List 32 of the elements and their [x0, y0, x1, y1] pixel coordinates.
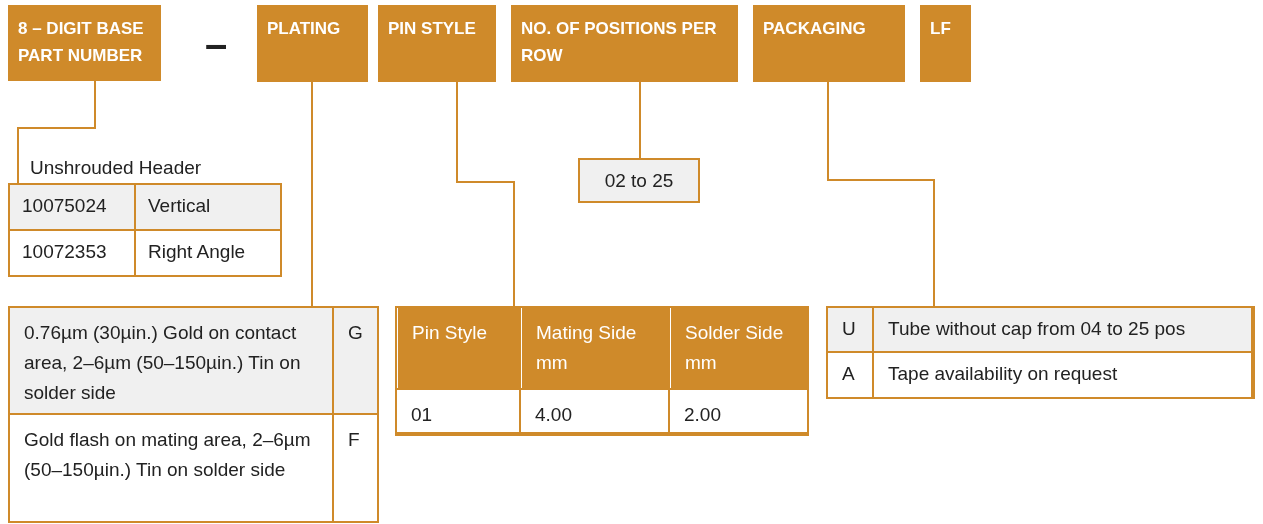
table-cell: 0.76µm (30µin.) Gold on contact area, 2–6µm (50–150µin.) Tin on solder side — [10, 308, 332, 413]
value-box: 02 to 25 — [578, 158, 700, 203]
plating-table — [8, 306, 379, 523]
packaging-table — [826, 306, 1255, 399]
code-field-box: PIN STYLE — [378, 5, 496, 82]
separator-dash: – — [205, 22, 228, 67]
table-cell: Tape availability on request — [874, 353, 1251, 397]
table-cell: U — [828, 308, 872, 351]
code-field-box: PACKAGING — [753, 5, 905, 82]
table-cell: 4.00 — [521, 390, 668, 432]
table-cell: Right Angle — [136, 231, 280, 275]
table-cell: Tube without cap from 04 to 25 pos — [874, 308, 1251, 351]
table-cell: 01 — [397, 390, 519, 432]
leader-line — [456, 81, 515, 307]
code-field-box: LF — [920, 5, 971, 82]
table-cell: F — [334, 415, 377, 521]
table-cell: G — [334, 308, 377, 413]
table-cell: 2.00 — [670, 390, 807, 432]
leader-line — [827, 81, 935, 307]
code-field-box: PLATING — [257, 5, 368, 82]
leader-line — [639, 81, 641, 159]
table-cell: A — [828, 353, 872, 397]
code-field-box: NO. OF POSITIONS PER ROW — [511, 5, 738, 82]
table-cell: 10075024 — [10, 185, 134, 229]
code-field-box: 8 – DIGIT BASE PART NUMBER — [8, 5, 161, 81]
pin-style-table — [395, 306, 809, 436]
leader-line — [311, 81, 313, 307]
table-cell: Vertical — [136, 185, 280, 229]
leader-line — [17, 80, 96, 184]
table-cell: Gold flash on mating area, 2–6µm (50–150µin.) Tin on solder side — [10, 415, 332, 521]
table-heading: Unshrouded Header — [30, 157, 202, 179]
table-cell: 10072353 — [10, 231, 134, 275]
